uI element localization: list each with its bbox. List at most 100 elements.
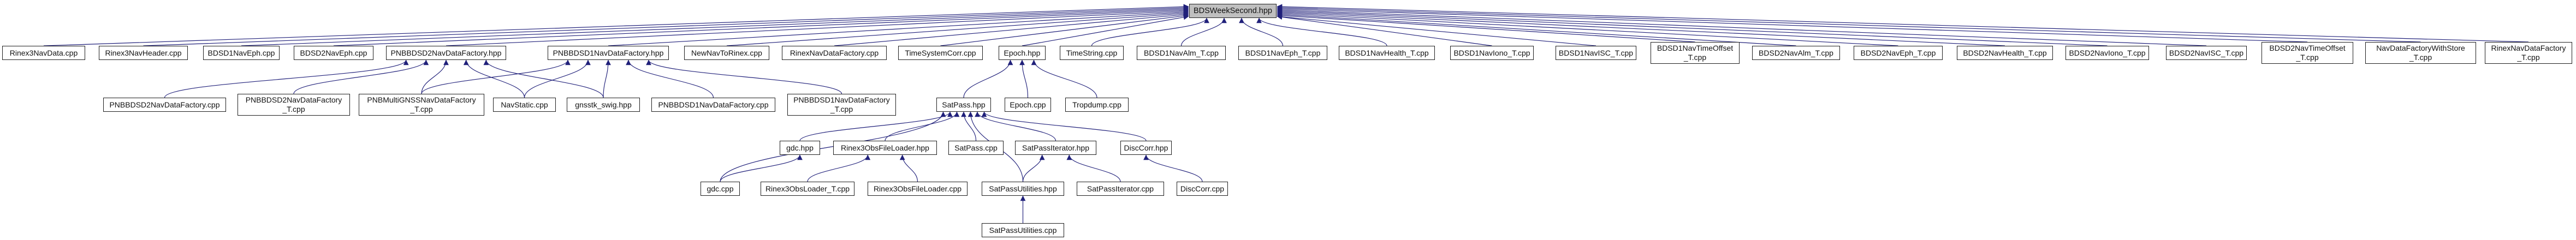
node-label: BDSD1NavEph_T.cpp <box>1245 48 1321 57</box>
node-label: SatPass.cpp <box>954 143 998 152</box>
node-pnbbdsd2navdatafactory-t-cpp[interactable]: PNBBDSD2NavDataFactory _T.cpp <box>238 94 350 116</box>
node-label: Epoch.cpp <box>1010 100 1046 109</box>
node-label: TimeString.cpp <box>1066 48 1118 57</box>
edge-bdsd1naveph-cpp-to-bdsweeksecond-hpp <box>241 6 1189 46</box>
edge-bdsd2naviono-t-cpp-to-bdsweeksecond-hpp <box>1277 8 2108 46</box>
node-label: BDSWeekSecond.hpp <box>1193 6 1273 15</box>
edge-rinexnavdatafactory-t-cpp-to-bdsweeksecond-hpp <box>1277 4 2529 43</box>
node-label: PNBBDSD1NavDataFactory _T.cpp <box>793 95 890 113</box>
node-rinexnavdatafactory-cpp[interactable]: RinexNavDataFactory.cpp <box>782 46 887 60</box>
node-bdsd2naveph-t-cpp[interactable]: BDSD2NavEph_T.cpp <box>1854 46 1943 60</box>
node-bdsd1naveph-cpp[interactable]: BDSD1NavEph.cpp <box>203 46 280 60</box>
node-label: PNBBDSD2NavDataFactory.cpp <box>109 100 220 109</box>
node-rinex3navdata-cpp[interactable]: Rinex3NavData.cpp <box>2 46 85 60</box>
node-label: Rinex3NavHeader.cpp <box>105 48 182 57</box>
node-bdsd2naveph-cpp[interactable]: BDSD2NavEph.cpp <box>294 46 373 60</box>
node-label: Rinex3ObsLoader_T.cpp <box>765 184 850 193</box>
edge-satpassutilities-hpp-to-satpassiterator-hpp <box>1022 154 1045 182</box>
node-timestring-cpp[interactable]: TimeString.cpp <box>1060 46 1124 60</box>
edge-pnbbdsd1navdatafactory-t-cpp-to-pnbbdsd1navdatafactory-hpp <box>646 59 842 94</box>
edge-navstatic-cpp-to-pnbbdsd2navdatafactory-hpp <box>463 59 525 98</box>
edge-bdsd1navisc-t-cpp-to-bdsweeksecond-hpp <box>1277 14 1596 46</box>
node-pnbmultignssnavdatafactory-t-cpp[interactable]: PNBMultiGNSSNavDataFactory _T.cpp <box>359 94 484 116</box>
node-bdsd2navisc-t-cpp[interactable]: BDSD2NavISC_T.cpp <box>2166 46 2247 60</box>
node-gnsstk-swig-hpp[interactable]: gnsstk_swig.hpp <box>567 98 640 112</box>
edge-bdsd1naviono-t-cpp-to-bdsweeksecond-hpp <box>1277 14 1492 46</box>
node-bdsd1navtimeoffset-t-cpp[interactable]: BDSD1NavTimeOffset _T.cpp <box>1651 42 1740 64</box>
node-epoch-hpp[interactable]: Epoch.hpp <box>999 46 1046 60</box>
node-bdsd1navhealth-t-cpp[interactable]: BDSD1NavHealth_T.cpp <box>1339 46 1435 60</box>
edge-bdsd2navalm-t-cpp-to-bdsweeksecond-hpp <box>1277 11 1796 46</box>
edge-disccorr-hpp-to-satpass-hpp <box>981 111 1147 141</box>
node-satpass-cpp[interactable]: SatPass.cpp <box>948 141 1004 155</box>
edge-rinex3navdata-cpp-to-bdsweeksecond-hpp <box>43 4 1189 46</box>
node-pnbbdsd1navdatafactory-t-cpp[interactable]: PNBBDSD1NavDataFactory _T.cpp <box>787 94 896 116</box>
node-label: PNBBDSD2NavDataFactory.hpp <box>390 48 502 57</box>
node-label: gdc.hpp <box>786 143 814 152</box>
node-timesystemcorr-cpp[interactable]: TimeSystemCorr.cpp <box>898 46 983 60</box>
node-rinexnavdatafactory-t-cpp[interactable]: RinexNavDataFactory _T.cpp <box>2485 42 2572 64</box>
node-navstatic-cpp[interactable]: NavStatic.cpp <box>493 98 556 112</box>
node-bdsd2navalm-t-cpp[interactable]: BDSD2NavAlm_T.cpp <box>1752 46 1840 60</box>
edge-newnavtorinex-cpp-to-bdsweeksecond-hpp <box>726 10 1189 46</box>
node-bdsd1navalm-t-cpp[interactable]: BDSD1NavAlm_T.cpp <box>1137 46 1226 60</box>
node-pnbbdsd2navdatafactory-hpp[interactable]: PNBBDSD2NavDataFactory.hpp <box>386 46 506 60</box>
node-label: BDSD2NavEph.cpp <box>300 48 367 57</box>
node-label: Rinex3ObsFileLoader.cpp <box>873 184 962 193</box>
edge-bdsd2navisc-t-cpp-to-bdsweeksecond-hpp <box>1277 7 2207 46</box>
node-gdc-hpp[interactable]: gdc.hpp <box>780 141 820 155</box>
node-rinex3obsloader-t-cpp[interactable]: Rinex3ObsLoader_T.cpp <box>761 182 854 196</box>
node-label: BDSD1NavAlm_T.cpp <box>1144 48 1219 57</box>
node-satpassiterator-hpp[interactable]: SatPassIterator.hpp <box>1015 141 1096 155</box>
edge-satpass-cpp-to-satpass-hpp <box>961 111 977 141</box>
node-pnbbdsd2navdatafactory-cpp[interactable]: PNBBDSD2NavDataFactory.cpp <box>103 98 226 112</box>
node-bdsd2navtimeoffset-t-cpp[interactable]: BDSD2NavTimeOffset _T.cpp <box>2262 42 2353 64</box>
edge-epoch-hpp-to-bdsweeksecond-hpp <box>1022 14 1189 46</box>
node-label: BDSD1NavEph.cpp <box>207 48 275 57</box>
node-pnbbdsd1navdatafactory-hpp[interactable]: PNBBDSD1NavDataFactory.hpp <box>548 46 669 60</box>
node-label: NavDataFactoryWithStore _T.cpp <box>2376 44 2465 62</box>
node-bdsweeksecond-hpp[interactable]: BDSWeekSecond.hpp <box>1189 4 1277 18</box>
edge-gnsstk-swig-hpp-to-pnbbdsd1navdatafactory-hpp <box>603 59 611 98</box>
node-disccorr-hpp[interactable]: DiscCorr.hpp <box>1120 141 1172 155</box>
node-label: SatPassIterator.cpp <box>1087 184 1154 193</box>
node-satpass-hpp[interactable]: SatPass.hpp <box>936 98 991 112</box>
node-bdsd1navisc-t-cpp[interactable]: BDSD1NavISC_T.cpp <box>1556 46 1636 60</box>
edge-satpass-hpp-to-epoch-hpp <box>963 59 1013 98</box>
node-label: Rinex3NavData.cpp <box>9 48 78 57</box>
node-rinex3obsfileloader-hpp[interactable]: Rinex3ObsFileLoader.hpp <box>833 141 937 155</box>
node-label: BDSD2NavIono_T.cpp <box>2069 48 2146 57</box>
node-navdatafactorywithstore-t-cpp[interactable]: NavDataFactoryWithStore _T.cpp <box>2365 42 2476 64</box>
edge-bdsd2navtimeoffset-t-cpp-to-bdsweeksecond-hpp <box>1277 6 2308 43</box>
node-gdc-cpp[interactable]: gdc.cpp <box>701 182 740 196</box>
edge-bdsd2navhealth-t-cpp-to-bdsweeksecond-hpp <box>1277 9 2005 46</box>
node-rinex3navheader-cpp[interactable]: Rinex3NavHeader.cpp <box>99 46 188 60</box>
node-bdsd1naveph-t-cpp[interactable]: BDSD1NavEph_T.cpp <box>1238 46 1327 60</box>
node-satpassiterator-cpp[interactable]: SatPassIterator.cpp <box>1077 182 1164 196</box>
node-satpassutilities-cpp[interactable]: SatPassUtilities.cpp <box>982 223 1064 237</box>
node-bdsd2naviono-t-cpp[interactable]: BDSD2NavIono_T.cpp <box>2065 46 2149 60</box>
edge-gnsstk-swig-hpp-to-pnbbdsd2navdatafactory-hpp <box>483 59 604 98</box>
edge-bdsd2naveph-cpp-to-bdsweeksecond-hpp <box>333 7 1189 46</box>
node-bdsd2navhealth-t-cpp[interactable]: BDSD2NavHealth_T.cpp <box>1957 46 2053 60</box>
node-label: BDSD2NavEph_T.cpp <box>1860 48 1936 57</box>
node-label: BDSD2NavISC_T.cpp <box>2169 48 2244 57</box>
node-label: BDSD1NavHealth_T.cpp <box>1345 48 1429 57</box>
node-pnbbdsd1navdatafactory-cpp[interactable]: PNBBDSD1NavDataFactory.cpp <box>651 98 775 112</box>
node-label: SatPassUtilities.cpp <box>989 225 1057 235</box>
node-rinex3obsfileloader-cpp[interactable]: Rinex3ObsFileLoader.cpp <box>868 182 968 196</box>
node-label: SatPassUtilities.hpp <box>989 184 1057 193</box>
node-bdsd1naviono-t-cpp[interactable]: BDSD1NavIono_T.cpp <box>1450 46 1534 60</box>
node-label: BDSD1NavIono_T.cpp <box>1453 48 1530 57</box>
node-newnavtorinex-cpp[interactable]: NewNavToRinex.cpp <box>684 46 769 60</box>
node-disccorr-cpp[interactable]: DiscCorr.cpp <box>1177 182 1228 196</box>
node-epoch-cpp[interactable]: Epoch.cpp <box>1005 98 1051 112</box>
edge-pnbmultignssnavdatafactory-t-cpp-to-pnbbdsd1navdatafactory-hpp <box>421 59 571 94</box>
node-satpassutilities-hpp[interactable]: SatPassUtilities.hpp <box>982 182 1064 196</box>
node-tropdump-cpp[interactable]: Tropdump.cpp <box>1065 98 1129 112</box>
node-label: BDSD1NavTimeOffset _T.cpp <box>1657 44 1734 62</box>
node-label: PNBBDSD2NavDataFactory _T.cpp <box>245 95 342 113</box>
edge-satpassiterator-cpp-to-satpassiterator-hpp <box>1066 154 1121 182</box>
node-label: SatPass.hpp <box>942 100 986 109</box>
